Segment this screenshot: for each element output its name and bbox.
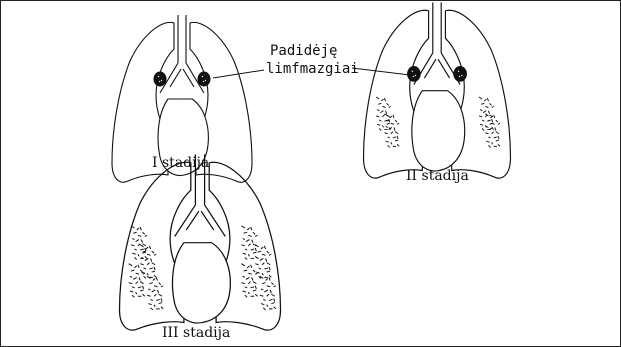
infiltrate-left	[376, 97, 391, 131]
annotation-leader-stage-1	[213, 70, 264, 78]
stage-3-lungs	[120, 155, 281, 331]
infiltrate-right	[241, 226, 257, 260]
stage-2-lungs	[364, 3, 511, 179]
infiltrate-right	[479, 97, 494, 131]
lymph-node-left	[407, 66, 421, 82]
annotation-line-1: Padidėję	[266, 42, 359, 60]
stage-3-caption: III stadija	[162, 325, 230, 341]
lymph-node-left	[154, 72, 167, 87]
annotation-leader-stage-2	[352, 68, 410, 75]
stage-1-caption: I stadija	[152, 155, 209, 171]
annotation-line-2: limfmazgiai	[266, 60, 359, 78]
infiltrate-left	[131, 226, 147, 260]
lymph-node-right	[198, 72, 211, 87]
lymph-node-right	[453, 66, 467, 82]
lymph-node-annotation: Padidėję limfmazgiai	[266, 42, 359, 78]
stage-2-caption: II stadija	[406, 168, 469, 184]
